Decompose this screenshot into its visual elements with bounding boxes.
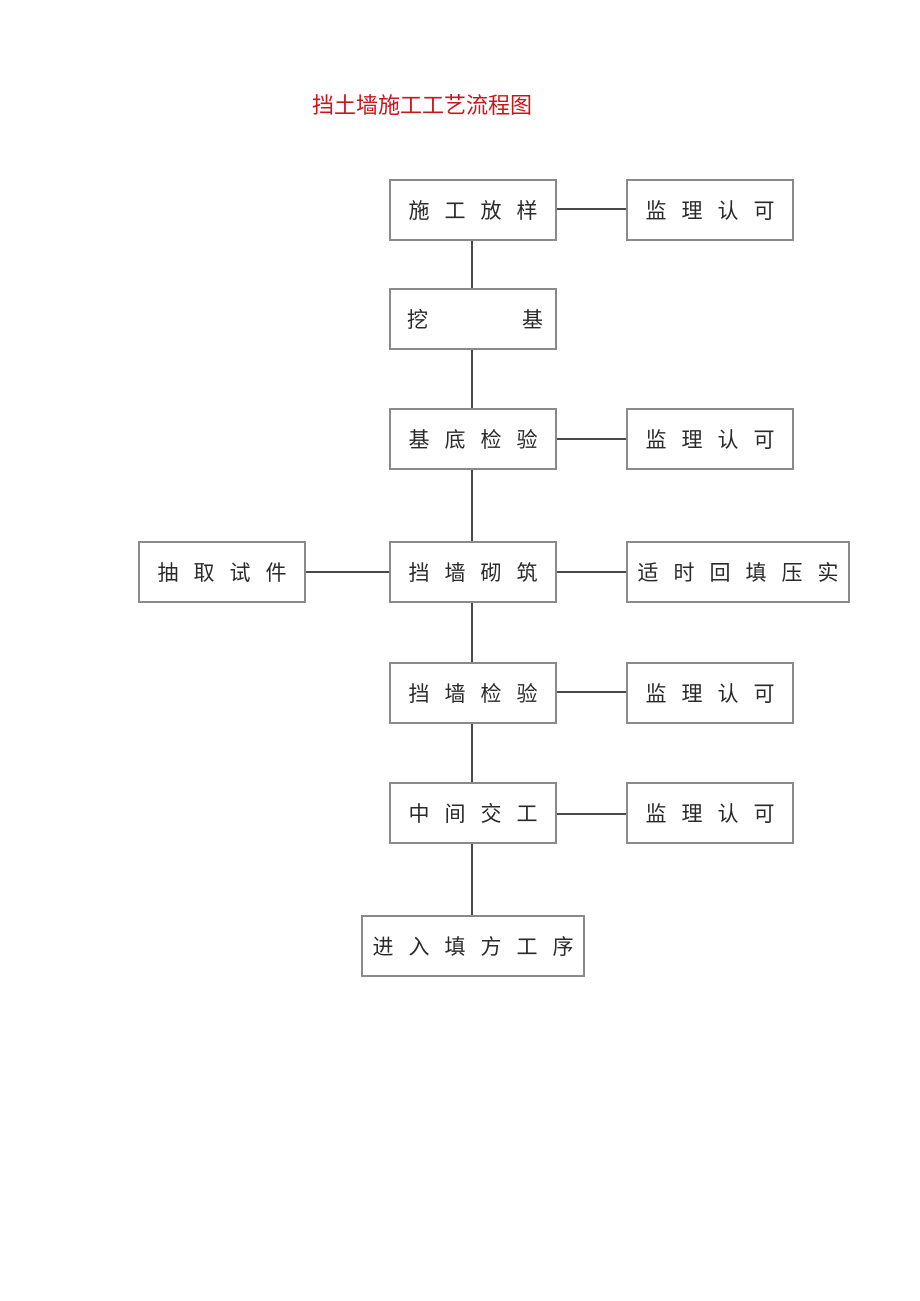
flow-step-3: 基底检验 bbox=[389, 408, 557, 470]
flow-step-1: 施工放样 bbox=[389, 179, 557, 241]
diagram-title: 挡土墙施工工艺流程图 bbox=[312, 94, 533, 119]
side-approval-2: 监理认可 bbox=[626, 408, 794, 470]
flow-step-6-label: 中间交工 bbox=[408, 802, 553, 826]
connector-1-2 bbox=[471, 240, 473, 288]
side-sample: 抽取试件 bbox=[138, 541, 306, 603]
side-backfill: 适时回填压实 bbox=[626, 541, 850, 603]
side-approval-2-label: 监理认可 bbox=[645, 428, 790, 452]
flow-step-4: 挡墙砌筑 bbox=[389, 541, 557, 603]
flow-step-2-label-left: 挖 bbox=[407, 308, 428, 332]
side-approval-1: 监理认可 bbox=[626, 179, 794, 241]
side-sample-label: 抽取试件 bbox=[157, 561, 302, 585]
side-backfill-label: 适时回填压实 bbox=[637, 561, 854, 585]
flow-step-5: 挡墙检验 bbox=[389, 662, 557, 724]
side-approval-4-label: 监理认可 bbox=[645, 802, 790, 826]
flow-step-7: 进入填方工序 bbox=[361, 915, 585, 977]
side-approval-1-label: 监理认可 bbox=[645, 199, 790, 223]
connector-5-6 bbox=[471, 723, 473, 782]
flow-step-5-label: 挡墙检验 bbox=[408, 682, 553, 706]
flow-step-7-label: 进入填方工序 bbox=[372, 935, 589, 959]
connector-step4-backfill bbox=[557, 571, 626, 573]
flow-step-3-label: 基底检验 bbox=[408, 428, 553, 452]
flow-step-6: 中间交工 bbox=[389, 782, 557, 844]
flow-step-4-label: 挡墙砌筑 bbox=[408, 561, 553, 585]
side-approval-4: 监理认可 bbox=[626, 782, 794, 844]
side-approval-3: 监理认可 bbox=[626, 662, 794, 724]
connector-step3-approval bbox=[557, 438, 626, 440]
flow-step-2-label-right: 基 bbox=[522, 308, 543, 332]
connector-6-7 bbox=[471, 843, 473, 915]
connector-3-4 bbox=[471, 469, 473, 541]
connector-sample-step4 bbox=[306, 571, 389, 573]
flow-step-1-label: 施工放样 bbox=[408, 199, 553, 223]
connector-4-5 bbox=[471, 602, 473, 662]
connector-2-3 bbox=[471, 349, 473, 408]
flow-step-2: 挖 基 bbox=[389, 288, 557, 350]
connector-step5-approval bbox=[557, 691, 626, 693]
connector-step6-approval bbox=[557, 813, 626, 815]
side-approval-3-label: 监理认可 bbox=[645, 682, 790, 706]
connector-step1-approval bbox=[557, 208, 626, 210]
